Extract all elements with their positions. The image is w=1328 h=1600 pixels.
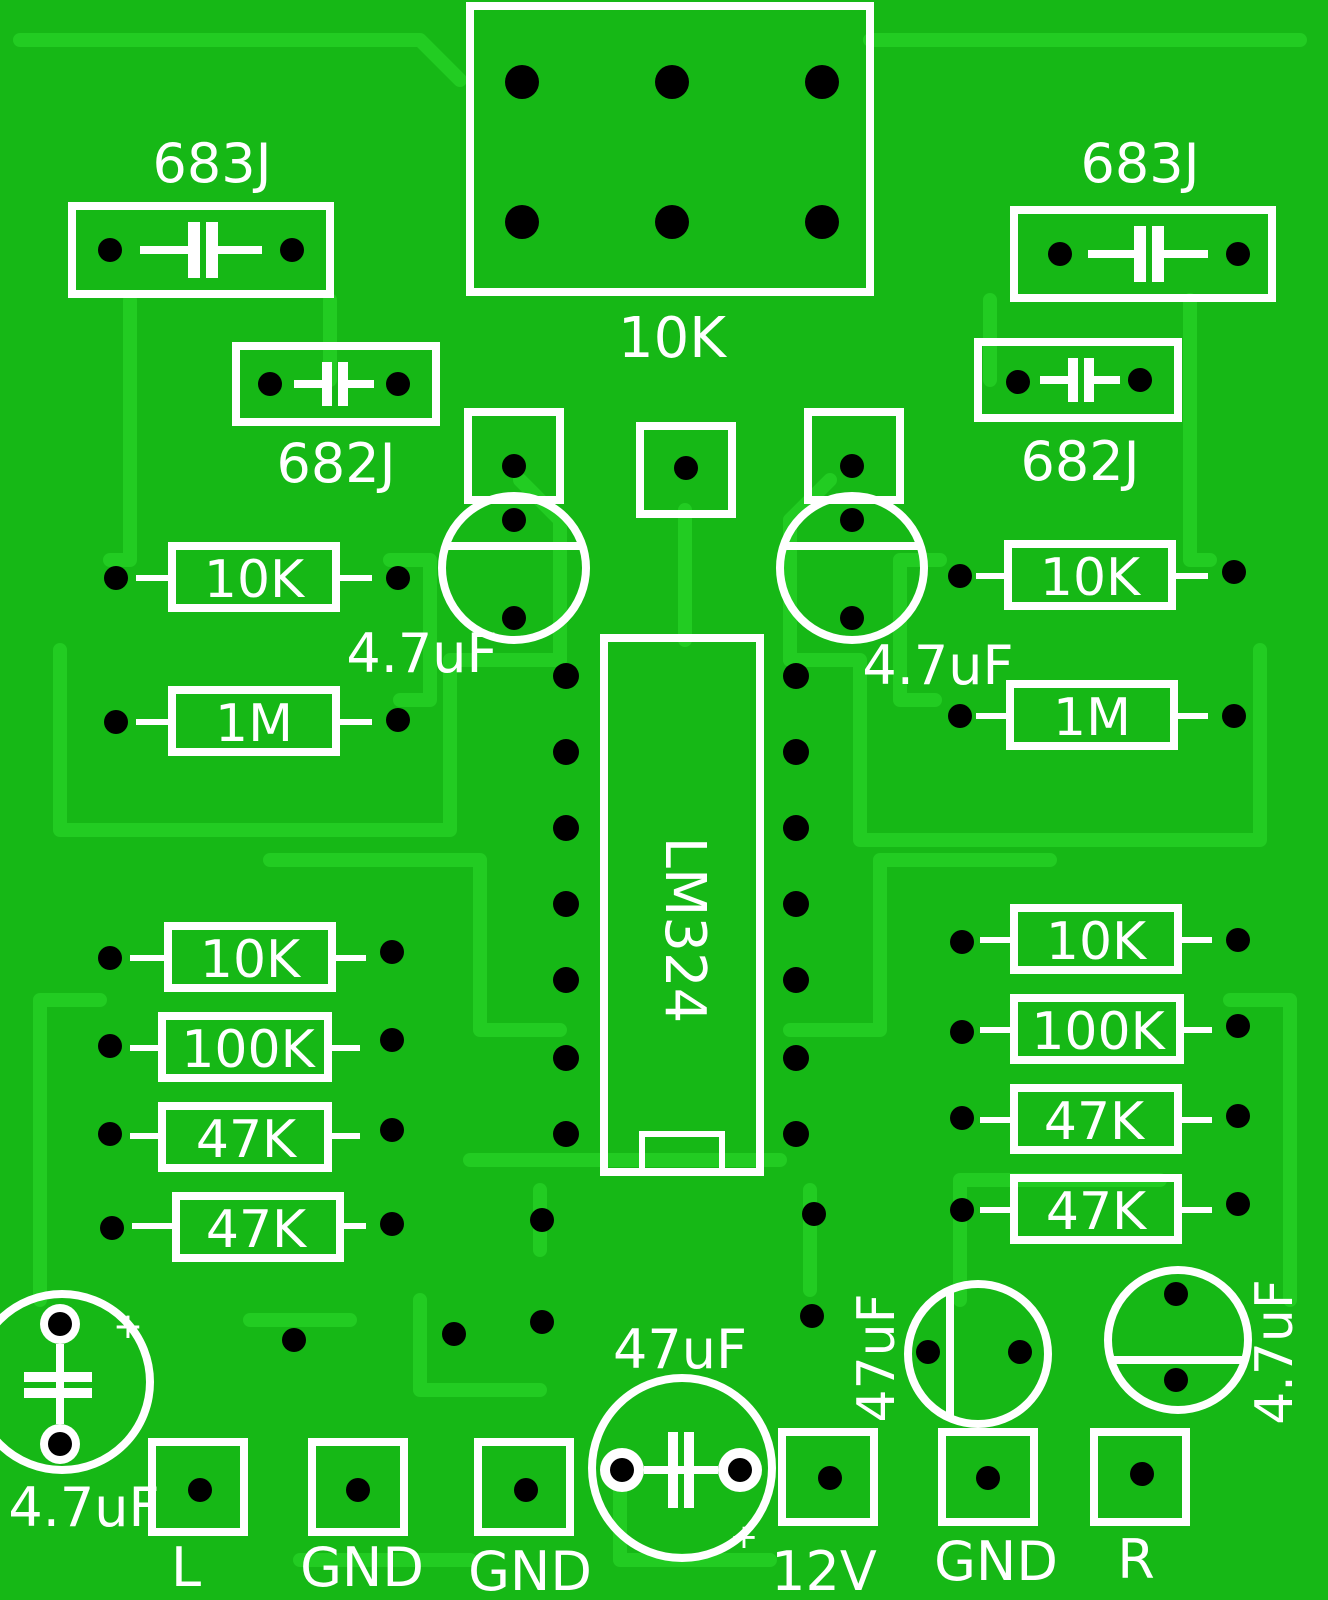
r1m-left-label: 1M [215,694,293,754]
resistor-47k-left-a: 47K [98,1102,404,1172]
r47k-left-b-label: 47K [206,1200,308,1260]
r100k-left-label: 100K [181,1020,316,1080]
cap-4-7uf-right-top-label: 4.7uF [862,634,1013,697]
pad-gnd-1-label: GND [300,1536,424,1599]
pad-r: R [1090,1428,1190,1591]
potentiometer: 10K [466,2,874,371]
vias [282,1202,826,1352]
cap-4-7uf-left-top-label: 4.7uF [346,622,497,685]
resistor-1m-right: 1M [948,680,1246,750]
resistor-1m-left: 1M [104,686,410,756]
pot-label: 10K [618,306,727,371]
pad-gnd-1: GND [300,1438,424,1599]
capacitor-683j-left: 683J [68,132,334,298]
capacitor-47uf-center: 47uF + [588,1318,776,1562]
capacitor-682j-left: 682J [232,342,440,495]
pad-r-label: R [1117,1528,1155,1591]
capacitor-4-7uf-right-top: 4.7uF [776,492,1014,697]
cap-683j-left-label: 683J [153,132,272,195]
resistor-10k-right-top: 10K [948,540,1246,610]
r10k-left-top-label: 10K [204,550,306,610]
cap-47uf-center-label: 47uF [613,1318,747,1381]
resistor-47k-left-b: 47K [100,1192,404,1262]
resistor-100k-left: 100K [98,1012,404,1082]
resistor-100k-right: 100K [950,994,1250,1064]
cap-4-7uf-bottom-right-label: 4.7uF [1245,1279,1305,1425]
pad-gnd-2-label: GND [468,1540,592,1600]
plus-sign: + [113,1306,143,1347]
pad-12v: 12V [771,1428,878,1600]
pad-l: L [148,1438,248,1599]
r1m-right-label: 1M [1053,688,1131,748]
plus-sign-center: + [730,1517,759,1557]
resistor-10k-left-top: 10K [104,542,410,612]
capacitor-4-7uf-bottom-left: + 4.7uF [0,1290,160,1539]
cap-683j-right-label: 683J [1081,132,1200,195]
ic-label: LM324 [652,837,717,1023]
pad-square-center [636,422,736,518]
pad-12v-label: 12V [771,1540,877,1600]
resistor-47k-right-b: 47K [950,1174,1250,1244]
cap-682j-right-label: 682J [1021,430,1140,493]
resistor-47k-right-a: 47K [950,1084,1250,1154]
resistor-10k-left-mid: 10K [98,922,404,992]
capacitor-47uf-right: 47uF [847,1280,1052,1428]
capacitor-683j-right: 683J [1010,132,1276,302]
cap-4-7uf-bottom-left-label: 4.7uF [8,1476,159,1539]
cap-682j-left-label: 682J [277,432,396,495]
r47k-right-b-label: 47K [1046,1182,1148,1242]
resistor-10k-right-mid: 10K [950,904,1250,974]
r47k-right-a-label: 47K [1044,1092,1146,1152]
r47k-left-a-label: 47K [196,1110,298,1170]
r10k-right-top-label: 10K [1040,548,1142,608]
pad-gnd-2: GND [468,1438,592,1600]
r10k-right-mid-label: 10K [1046,912,1148,972]
capacitor-4-7uf-bottom-right: 4.7uF [1104,1266,1305,1425]
cap-47uf-right-label: 47uF [847,1293,907,1422]
r10k-left-mid-label: 10K [200,930,302,990]
pad-gnd-3-label: GND [934,1530,1058,1593]
capacitor-4-7uf-left-top: 4.7uF [346,492,590,685]
pad-gnd-3: GND [934,1428,1058,1593]
r100k-right-label: 100K [1031,1002,1166,1062]
ic-lm324: LM324 [553,634,809,1176]
capacitor-682j-right: 682J [974,338,1182,493]
pad-l-label: L [171,1536,201,1599]
